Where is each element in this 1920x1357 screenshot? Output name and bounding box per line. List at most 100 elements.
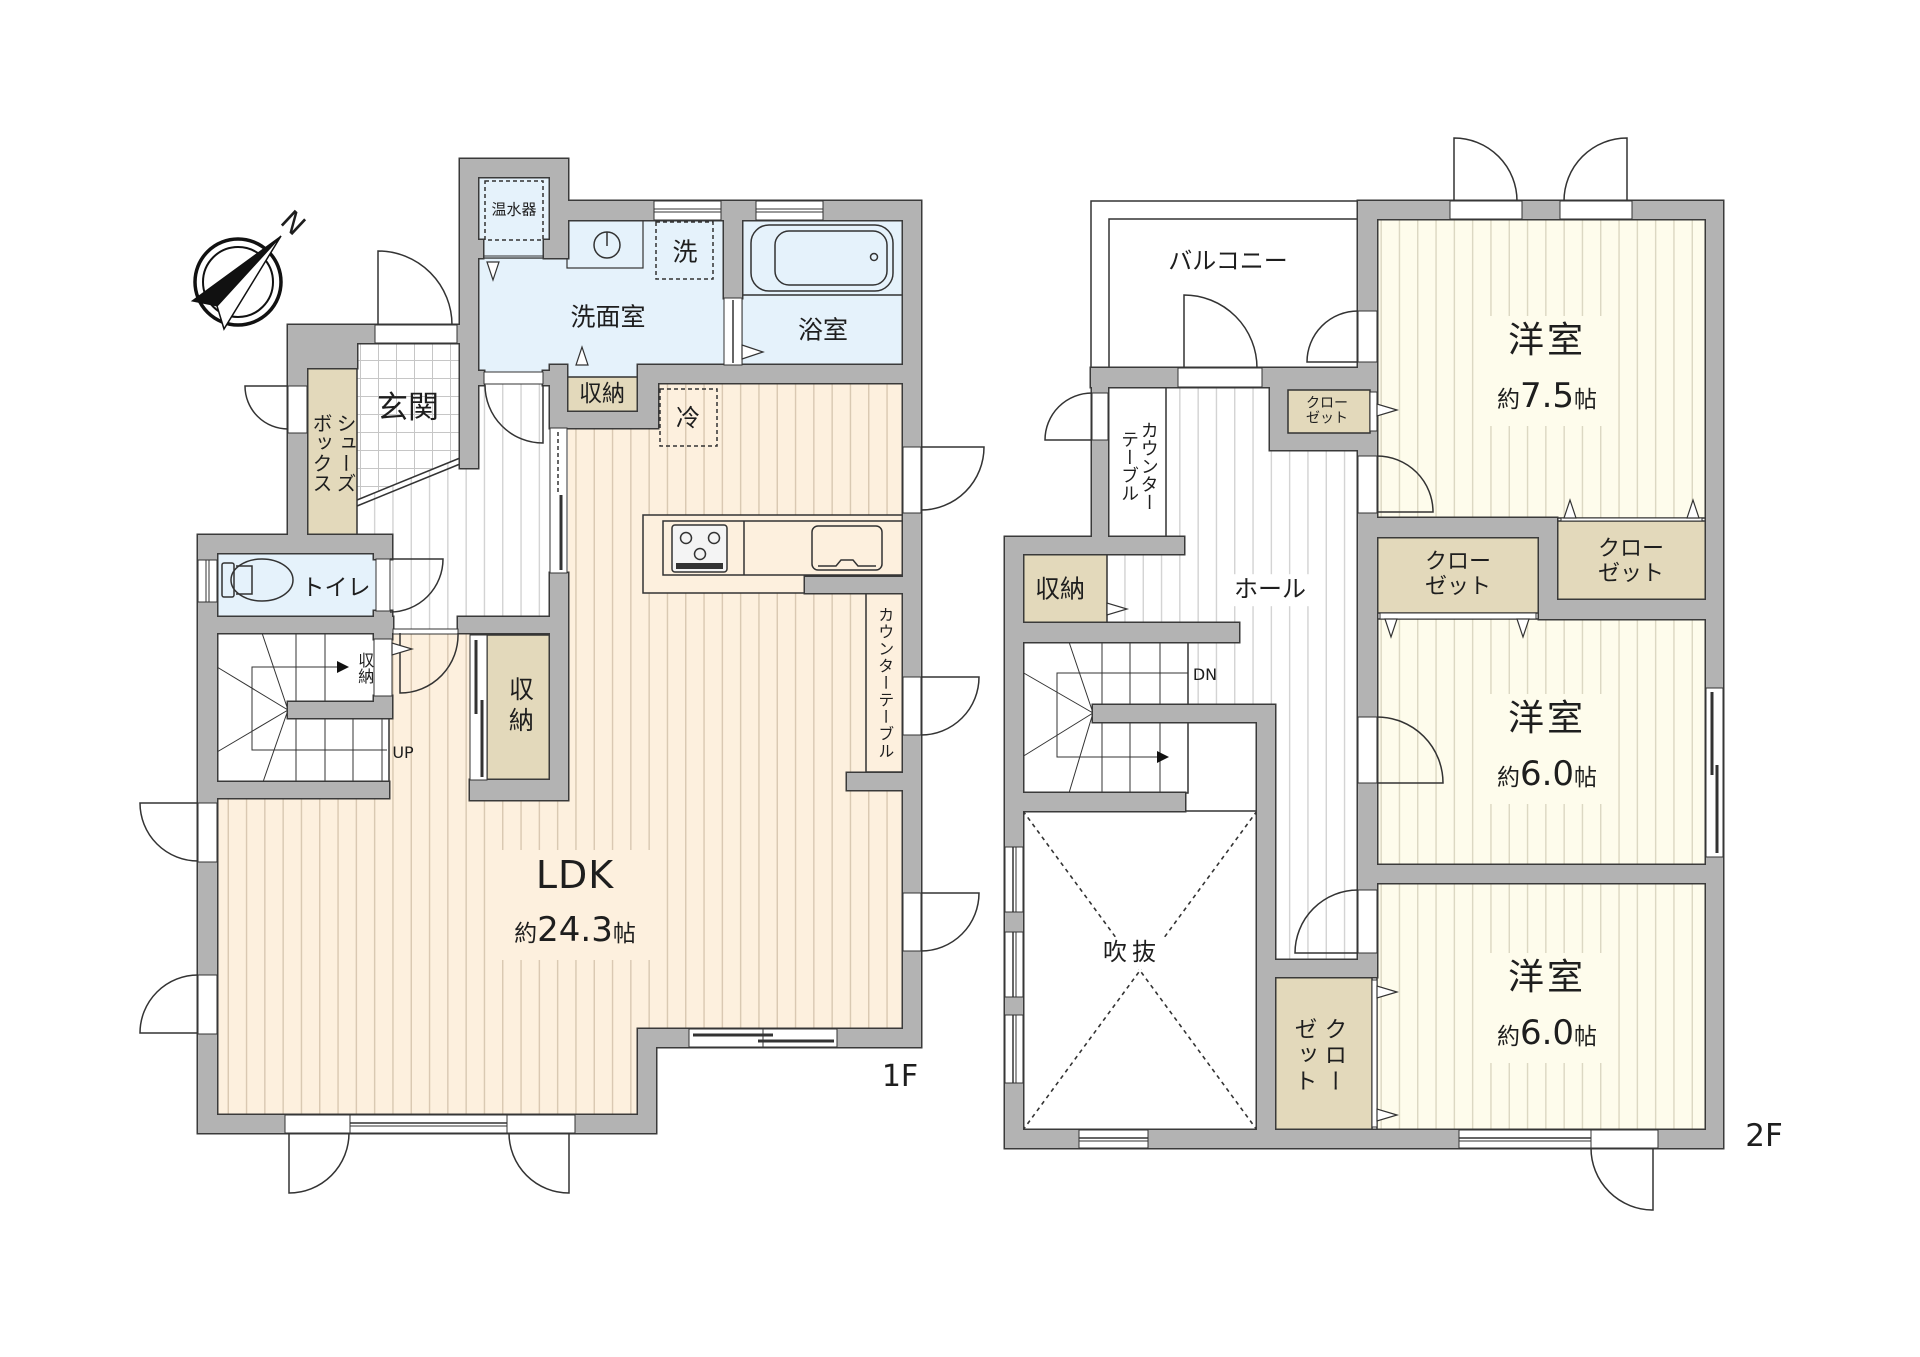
door-markers [391,261,1700,1122]
room-size-ldk: 約24.3帖 [514,910,636,950]
label-storage-hall: 収納 [505,676,535,738]
label-storage-2f: 収納 [1034,574,1086,604]
door-opening-washroom [483,371,544,385]
entrance-tile-floor [357,343,460,500]
water-heater-icon [484,180,544,241]
label-water-heater: 温水器 [491,200,537,219]
door-hall-balcony [1177,294,1263,388]
room-name-western-2: 洋室 [1507,698,1587,739]
triangle-marker-icon [391,642,415,656]
window-washroom [653,200,722,221]
counter-table-1f [865,592,904,773]
room-size-western-1: 約7.5帖 [1496,376,1598,416]
toilet-fixture-icon [221,558,294,602]
stairs-arrow-icon [337,661,349,673]
label-storage-under-stairs: 収納 [355,652,375,684]
window-western-room-2 [1705,687,1724,858]
room-label-western-2: 洋室 約6.0帖 [1482,694,1612,804]
triangle-marker-icon [1384,618,1398,639]
storage-hall [486,634,551,781]
door-frame-closet-hall [1369,391,1378,432]
label-counter-table-2f: カウンター テーブル [1118,421,1159,511]
triangle-marker-icon [1376,985,1400,999]
door-ldk-east-1 [902,676,980,736]
compass-north-icon: N [190,204,312,331]
toilet-floor [216,552,389,618]
window-bath [755,200,824,221]
doors-1f [139,250,985,1194]
label-entrance: 玄関 [377,390,439,427]
room-size-western-2: 約6.0帖 [1496,754,1598,794]
washing-machine-space-icon [655,221,714,280]
door-western-1-north-a [1449,137,1523,220]
window-western-room-3 [1458,1129,1592,1149]
door-western-2 [1357,716,1444,784]
triangle-marker-icon [1686,498,1700,519]
room-label-western-3: 洋室 約6.0帖 [1482,953,1612,1063]
sliding-door-hall-ldk [549,427,568,574]
room-size-western-3: 約6.0帖 [1496,1013,1598,1053]
closet-hall [1287,389,1371,434]
triangle-marker-icon [1563,498,1577,519]
door-ldk-south-1 [284,1114,351,1194]
door-western-3-south [1590,1129,1659,1211]
door-hall-west [1044,392,1109,441]
stairs-arrow-icon [1157,751,1169,763]
label-closet-south: クロー ゼット [1290,1017,1346,1095]
door-ldk-south-2 [506,1114,576,1194]
label-void: 吹抜 [1097,937,1167,969]
label-washer: 洗 [672,237,698,267]
door-washroom [484,384,544,444]
windows-1f [197,200,838,1134]
door-frame-closet-northeast [1560,517,1703,522]
fridge-space-icon [659,388,718,447]
label-hall: ホール [1228,574,1312,606]
room-name-ldk: LDK [535,853,615,897]
door-ldk-east-2 [902,892,980,952]
kitchen-sink-icon [811,525,883,571]
triangle-marker-icon [741,344,765,360]
label-bathroom: 浴室 [797,315,849,345]
label-closet-northeast: クロー ゼット [1597,536,1665,587]
triangle-marker-icon [1376,1108,1400,1122]
washbasin-icon [566,219,644,269]
label-fridge: 冷 [676,404,700,433]
window-void-2 [1004,931,1024,998]
hall-floor-2f [1108,387,1358,960]
label-counter-table-1f: カウンターテーブル [875,606,895,760]
floor-label-1f: 1F [881,1058,919,1094]
sliding-door-storage-hall [469,634,488,781]
sliding-door-bath [723,297,743,366]
triangle-marker-icon [1376,403,1400,417]
stove-icon [671,524,728,573]
label-stairs-down: DN [1192,664,1218,684]
doors-2f [1044,137,1659,1211]
triangle-marker-icon [1106,602,1130,616]
counter-table-2f [1107,386,1167,538]
door-opening-toilet [375,558,391,612]
door-kitchen-east [902,446,985,514]
label-storage-washroom: 収納 [579,380,625,407]
label-shoe-box: シューズ ボックス [309,413,357,493]
balcony-floor [1090,200,1359,369]
room-name-western-3: 洋室 [1507,957,1587,998]
room-label-ldk: LDK 約24.3帖 [500,850,650,960]
label-washroom: 洗面室 [570,302,646,332]
label-closet-hall: クロー ゼット [1306,395,1348,426]
door-western-3 [1294,889,1378,954]
door-entrance [374,250,458,344]
door-toilet [389,558,444,613]
window-ldk-south [349,1114,508,1134]
floor-label-2f: 2F [1745,1118,1783,1155]
door-frame-closet-south [1371,979,1378,1128]
window-void-3 [1004,1014,1024,1084]
label-closet-north: クロー ゼット [1424,549,1492,600]
door-frame-closet-north [1379,612,1537,620]
label-balcony: バルコニー [1168,247,1288,276]
kitchen-counter [642,514,904,594]
window-void-south [1078,1129,1149,1149]
window-ldk-sliding [688,1028,838,1048]
door-western-1-north-b [1559,137,1633,220]
